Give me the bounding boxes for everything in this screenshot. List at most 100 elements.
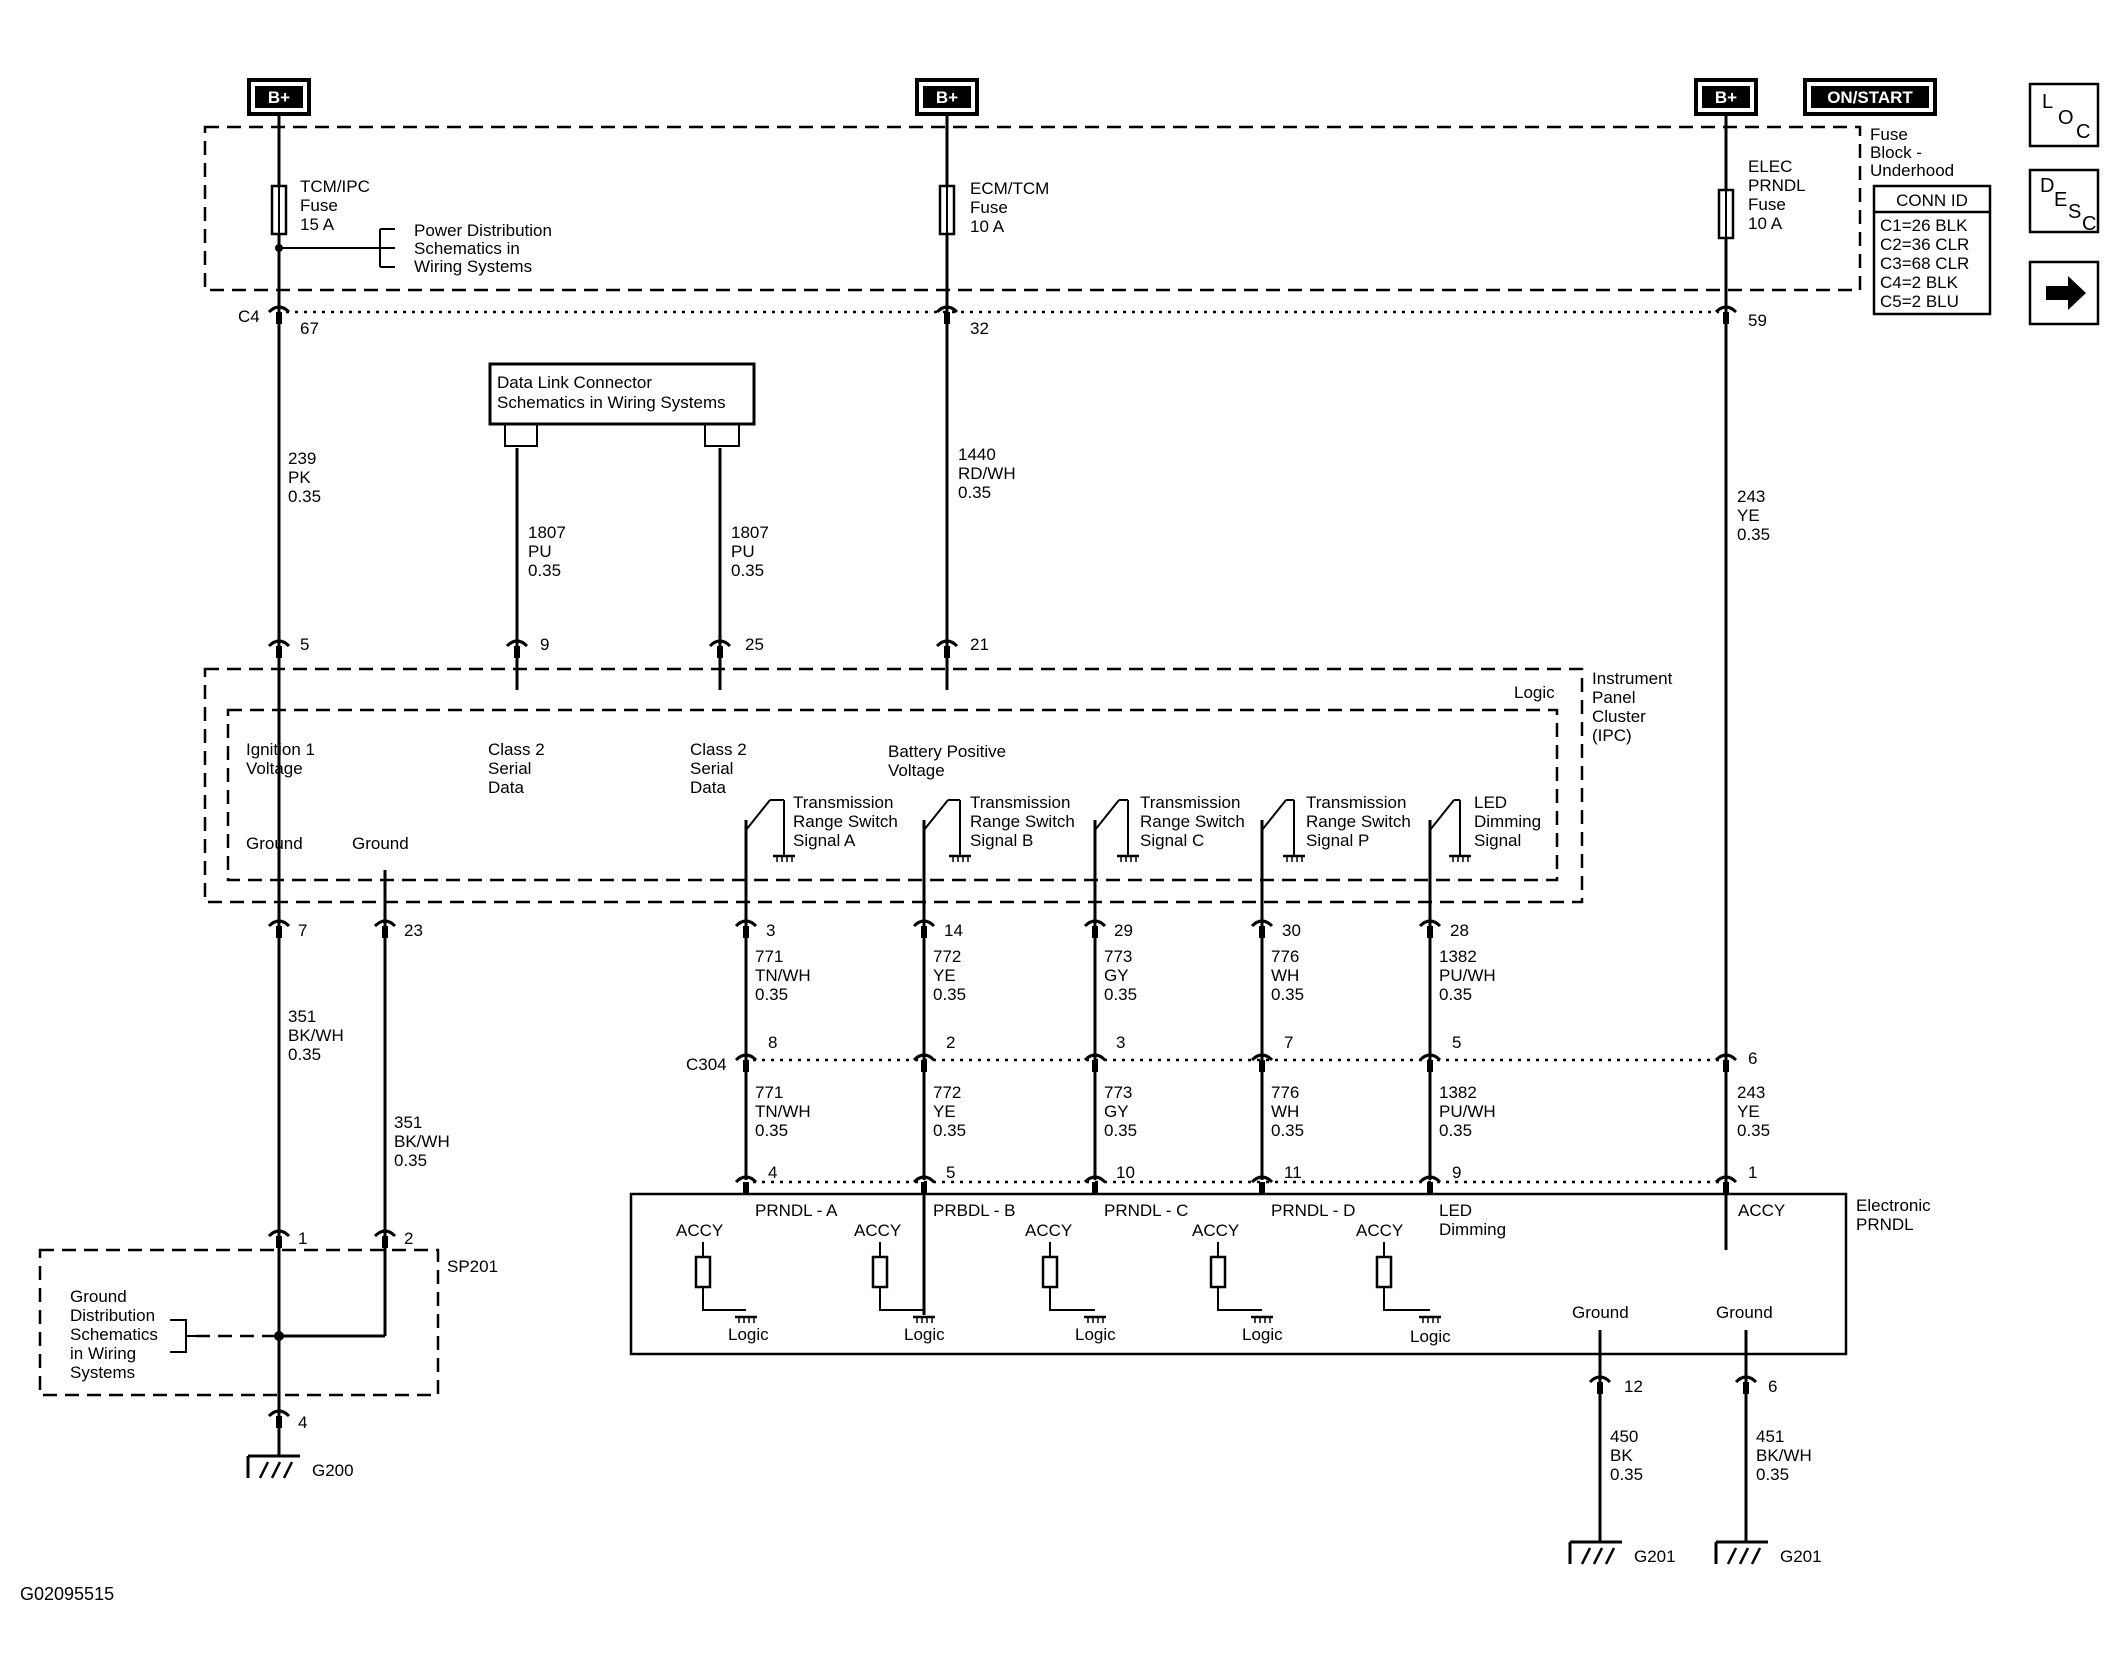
pin-number: 7: [1284, 1033, 1293, 1052]
conn-id-header: CONN ID: [1896, 191, 1968, 210]
svg-text:Logic: Logic: [904, 1325, 945, 1344]
circuit-number: 776: [1271, 947, 1299, 966]
ipc-switch-a: Transmission Range Switch Signal A: [744, 793, 898, 1180]
prndl-channel-a: PRNDL - A ACCY Logic: [676, 1201, 838, 1344]
wire-gauge: 0.35: [1104, 985, 1137, 1004]
fuse-elec-prndl: [1717, 188, 1735, 240]
fuse-label: 10 A: [970, 217, 1005, 236]
circuit-number: 771: [755, 947, 783, 966]
pin-number: 1: [298, 1229, 307, 1248]
prndl-ground-label: Ground: [1716, 1303, 1773, 1322]
fuse-label: ECM/TCM: [970, 179, 1049, 198]
ipc-input-label: Voltage: [246, 759, 303, 778]
pin-number: 3: [1116, 1033, 1125, 1052]
ground-distribution-ref: Schematics: [70, 1325, 158, 1344]
svg-text:ACCY: ACCY: [676, 1221, 723, 1240]
pin-number: 21: [970, 635, 989, 654]
ipc-logic-label: Logic: [1514, 683, 1555, 702]
bplus-source-1: B+: [247, 78, 311, 116]
power-distribution-ref: Schematics in: [414, 239, 520, 258]
wire-color: YE: [933, 966, 956, 985]
circuit-number: 1440: [958, 445, 996, 464]
wire-gauge: 0.35: [1737, 1121, 1770, 1140]
ipc-input-label: Serial: [690, 759, 733, 778]
conn-id-row: C3=68 CLR: [1880, 254, 1969, 273]
svg-text:C: C: [2076, 121, 2090, 143]
circuit-number: 239: [288, 449, 316, 468]
pin-number: 11: [1284, 1163, 1302, 1182]
svg-text:ACCY: ACCY: [854, 1221, 901, 1240]
wire-gauge: 0.35: [528, 561, 561, 580]
electronic-prndl-box: [629, 1192, 1848, 1356]
ipc-title: Cluster: [1592, 707, 1646, 726]
data-link-ref-box: Data Link Connector Schematics in Wiring…: [488, 362, 756, 447]
pin-number: 3: [766, 921, 775, 940]
on-start-source: ON/START: [1803, 78, 1937, 116]
c4-label: C4: [238, 307, 260, 326]
svg-text:Range Switch: Range Switch: [1306, 812, 1411, 831]
svg-text:LED: LED: [1474, 793, 1507, 812]
ground-g201-a: [1568, 1540, 1624, 1566]
fuse-label: Fuse: [970, 198, 1008, 217]
svg-text:ACCY: ACCY: [1192, 1221, 1239, 1240]
wire-gauge: 0.35: [731, 561, 764, 580]
pin-number: 4: [298, 1413, 307, 1432]
wire-color: GY: [1104, 1102, 1129, 1121]
conn-id-row: C1=26 BLK: [1880, 216, 1968, 235]
wire-gauge: 0.35: [1104, 1121, 1137, 1140]
svg-text:Logic: Logic: [1242, 1325, 1283, 1344]
figure-id: G02095515: [20, 1584, 114, 1604]
bplus-label: B+: [1715, 88, 1737, 107]
power-distribution-ref: Power Distribution: [414, 221, 552, 240]
next-button[interactable]: [2028, 260, 2100, 326]
circuit-number: 351: [288, 1007, 316, 1026]
svg-text:Logic: Logic: [1075, 1325, 1116, 1344]
wire-color: YE: [1737, 506, 1760, 525]
circuit-number: 351: [394, 1113, 422, 1132]
pin-number: 8: [768, 1033, 777, 1052]
ipc-title: Panel: [1592, 688, 1635, 707]
location-button[interactable]: L O C: [2028, 82, 2100, 148]
svg-text:Transmission: Transmission: [1306, 793, 1406, 812]
ipc-outline: [203, 667, 1584, 904]
ground-distribution-ref: Distribution: [70, 1306, 155, 1325]
svg-text:C: C: [2082, 213, 2096, 235]
bplus-label: B+: [936, 88, 958, 107]
ground-g200: [246, 1454, 302, 1480]
svg-text:ACCY: ACCY: [1025, 1221, 1072, 1240]
pin-number: 9: [540, 635, 549, 654]
wire-gauge: 0.35: [1439, 985, 1472, 1004]
wire-gauge: 0.35: [394, 1151, 427, 1170]
wire-gauge: 0.35: [1610, 1465, 1643, 1484]
wire-color: PU: [528, 542, 552, 561]
fuse-block-title-2: Block -: [1870, 143, 1922, 162]
ground-g200-label: G200: [312, 1461, 354, 1480]
fuse-label: 15 A: [300, 215, 335, 234]
description-button[interactable]: D E S C: [2028, 168, 2100, 235]
pin-number: 2: [946, 1033, 955, 1052]
circuit-number: 773: [1104, 1083, 1132, 1102]
fuse-label: Fuse: [1748, 195, 1786, 214]
ipc-input-label: Ignition 1: [246, 740, 315, 759]
svg-text:Range Switch: Range Switch: [1140, 812, 1245, 831]
svg-text:Logic: Logic: [1410, 1327, 1451, 1346]
pin-number: 28: [1450, 921, 1469, 940]
pin-number: 10: [1116, 1163, 1135, 1182]
svg-text:Dimming: Dimming: [1474, 812, 1541, 831]
ipc-switch-p: Transmission Range Switch Signal P: [1260, 793, 1411, 1180]
conn-id-row: C4=2 BLK: [1880, 273, 1959, 292]
svg-text:O: O: [2058, 107, 2074, 129]
circuit-number: 451: [1756, 1427, 1784, 1446]
wire-color: GY: [1104, 966, 1129, 985]
fuse-label: PRNDL: [1748, 176, 1806, 195]
svg-text:Signal C: Signal C: [1140, 831, 1204, 850]
c304-label: C304: [686, 1055, 727, 1074]
wire-gauge: 0.35: [1737, 525, 1770, 544]
pin-number: 6: [1768, 1377, 1777, 1396]
circuit-number: 776: [1271, 1083, 1299, 1102]
pin-number: 9: [1452, 1163, 1461, 1182]
svg-text:Dimming: Dimming: [1439, 1220, 1506, 1239]
wire-gauge: 0.35: [288, 1045, 321, 1064]
pin-number: 14: [944, 921, 963, 940]
